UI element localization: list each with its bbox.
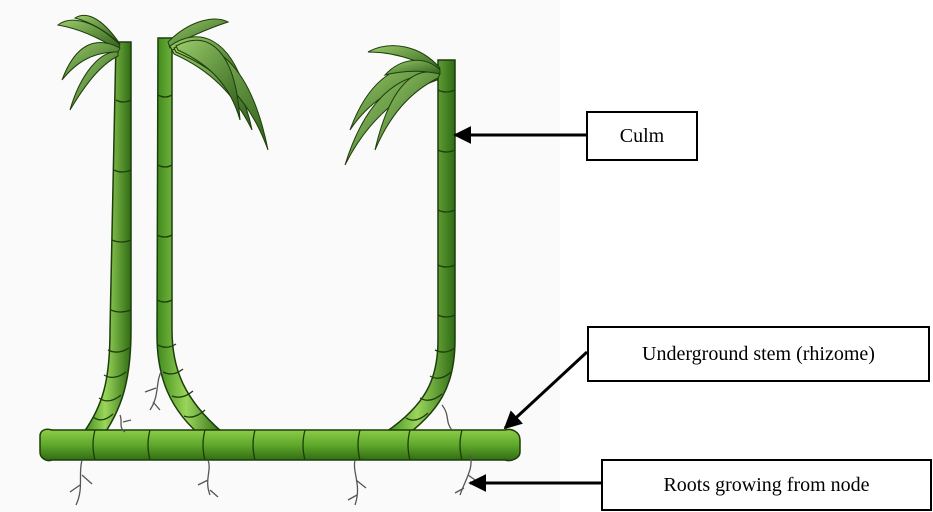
label-culm: Culm: [586, 111, 698, 161]
label-culm-text: Culm: [620, 125, 664, 148]
rhizome: [40, 429, 520, 460]
label-rhizome-text: Underground stem (rhizome): [642, 343, 875, 366]
label-roots-text: Roots growing from node: [663, 474, 869, 497]
label-rhizome: Underground stem (rhizome): [587, 326, 930, 382]
label-roots: Roots growing from node: [601, 459, 932, 511]
